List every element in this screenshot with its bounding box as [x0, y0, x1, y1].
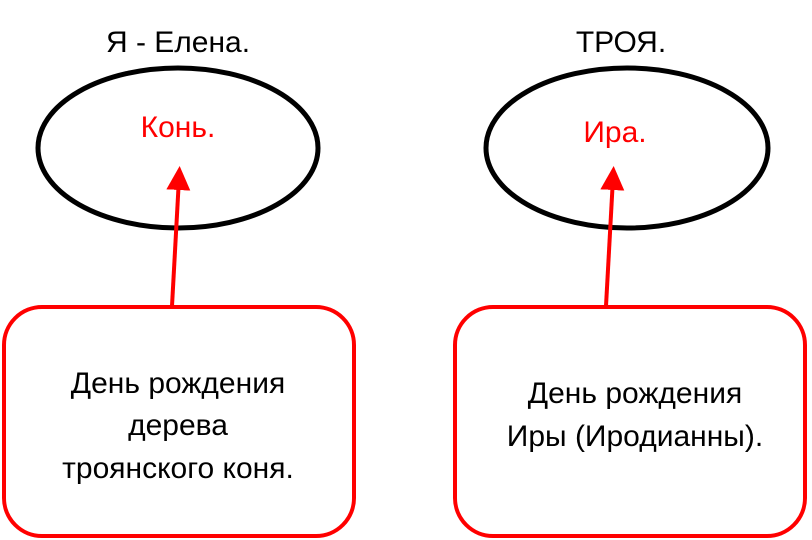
left-box-line-2: дерева — [128, 409, 228, 442]
left-box-line-1: День рождения — [71, 367, 285, 400]
right-title: ТРОЯ. — [576, 26, 666, 59]
right-group: ТРОЯ. Ира. День рождения Иры (Иродианны)… — [453, 26, 807, 538]
left-title: Я - Елена. — [106, 26, 250, 59]
right-box-line-2: Иры (Иродианны). — [507, 420, 763, 453]
left-box-line-3: троянского коня. — [62, 452, 294, 485]
right-ellipse-label: Ира. — [583, 116, 646, 149]
left-arrow — [166, 166, 191, 307]
left-ellipse-label: Конь. — [141, 111, 216, 144]
right-ellipse — [483, 65, 771, 231]
right-box — [453, 305, 807, 538]
right-box-line-1: День рождения — [528, 377, 742, 410]
right-arrow — [600, 166, 625, 307]
left-group: Я - Елена. Конь. День рождения дерева тр… — [2, 26, 356, 538]
left-box — [2, 305, 356, 538]
